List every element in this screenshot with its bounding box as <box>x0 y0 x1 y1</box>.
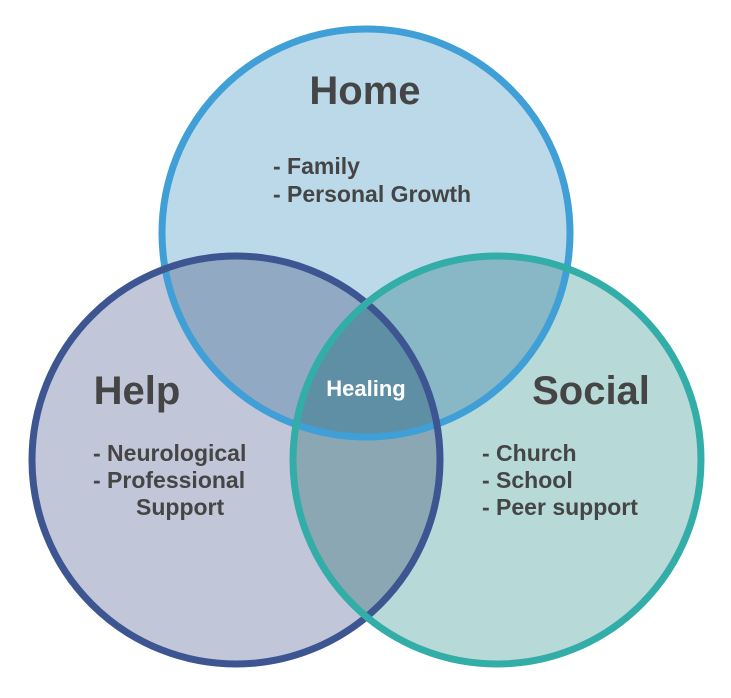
help-circle-outline <box>28 252 444 668</box>
center-label: Healing <box>326 376 405 401</box>
center-overlap <box>293 256 440 437</box>
help-item-professional: - Professional <box>93 467 245 493</box>
home-title: Home <box>309 69 420 113</box>
help-title: Help <box>94 369 181 413</box>
social-item-school: - School <box>482 467 573 493</box>
help-item-support: Support <box>136 494 224 520</box>
social-item-church: - Church <box>482 440 577 466</box>
social-title: Social <box>532 369 650 413</box>
help-item-neurological: - Neurological <box>93 440 246 466</box>
home-item-family: - Family <box>273 153 360 179</box>
home-item-personal-growth: - Personal Growth <box>273 181 471 207</box>
social-item-peer-support: - Peer support <box>482 494 638 520</box>
social-circle-outline <box>289 252 705 668</box>
home-circle-outline <box>158 25 574 441</box>
